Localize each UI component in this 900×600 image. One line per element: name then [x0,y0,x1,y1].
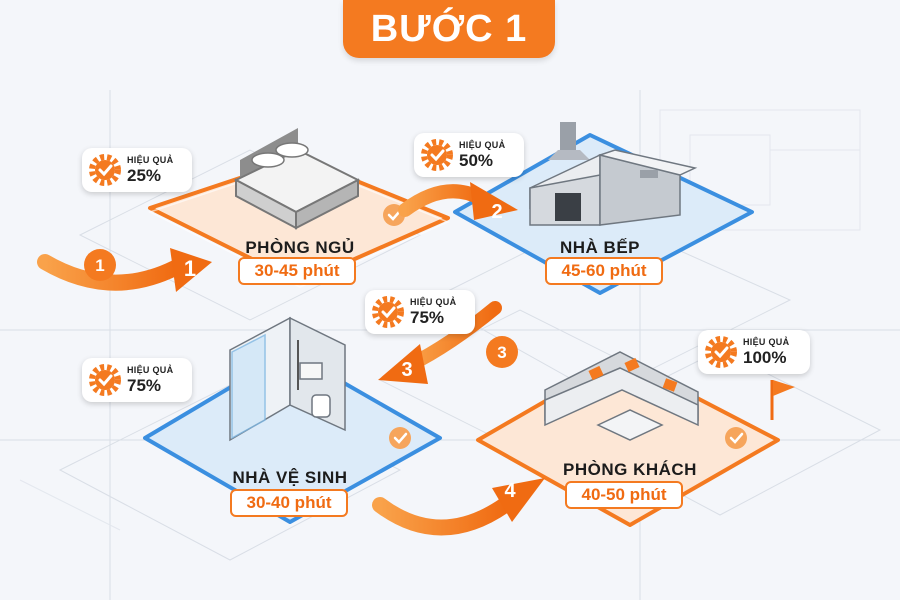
badge-value: 25% [127,166,162,185]
gear-check-icon [89,154,121,186]
step-number: 3 [401,359,412,381]
check-icon [725,427,747,449]
gear-check-icon [89,364,121,396]
room-name-living-room: PHÒNG KHÁCH [563,460,697,479]
step-number: 3 [497,343,506,362]
badge-label: HIỆU QUẢ [743,337,790,347]
badge-value: 50% [459,151,494,170]
arrow-icon [372,478,545,536]
bed-icon [233,128,361,230]
arrow-icon [398,182,518,220]
step-number: 1 [95,256,104,275]
badge-value: 75% [127,376,162,395]
arrow-icon [378,301,502,384]
badge-label: HIỆU QUẢ [127,365,174,375]
time-box-bedroom: 30-45 phút [238,257,356,285]
room-name-bathroom: NHÀ VỆ SINH [232,468,348,487]
gear-check-icon [421,139,453,171]
step-marker [486,336,518,368]
check-icon [389,427,411,449]
arrow-icon [37,248,212,292]
badge-label: HIỆU QUẢ [127,155,174,165]
room-name-bedroom: PHÒNG NGỦ [245,238,355,257]
gear-check-icon [705,336,737,368]
room-name-kitchen: NHÀ BẾP [559,238,640,257]
badge-label: HIỆU QUẢ [459,140,506,150]
shower-icon [229,316,346,442]
flag-icon [770,380,795,420]
time-box-kitchen: 45-60 phút [545,257,663,285]
step-number: 2 [491,201,502,223]
time-box-bathroom: 30-40 phút [230,489,348,517]
kitchen-icon [529,122,698,226]
time-box-living-room: 40-50 phút [565,481,683,509]
step-number: 1 [184,256,196,281]
step-title: BƯỚC 1 [343,0,555,58]
badge-value: 100% [743,348,787,367]
step-marker [84,249,116,281]
sofa-icon [544,351,699,441]
badge-label: HIỆU QUẢ [410,297,457,307]
gear-check-icon [372,296,404,328]
step-number: 4 [504,480,516,502]
badge-value: 75% [410,308,445,327]
